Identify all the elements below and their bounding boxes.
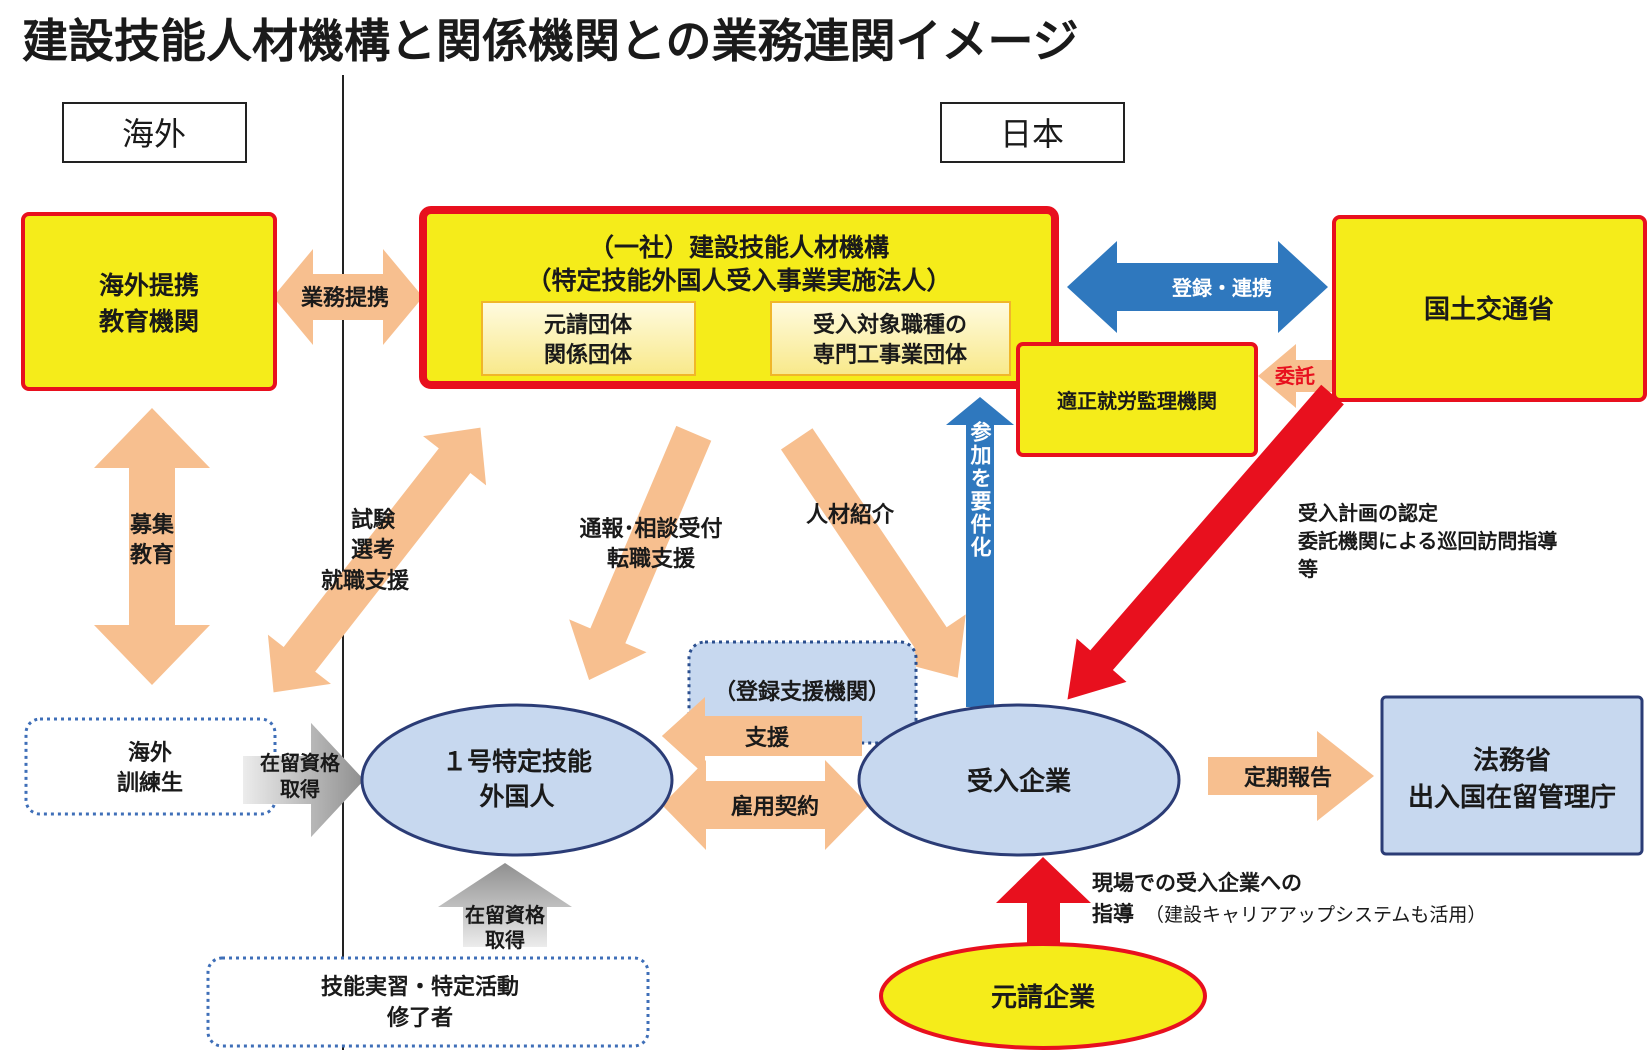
svg-text:１号特定技能: １号特定技能 <box>442 747 592 776</box>
moj-box: 法務省 出入国在留管理庁 <box>1380 695 1644 856</box>
svg-text:適正就労監理機関: 適正就労監理機関 <box>1057 389 1217 413</box>
consultation-arrow <box>569 425 712 681</box>
svg-text:訓練生: 訓練生 <box>117 770 183 796</box>
status-acquire-arrow-1-overlay <box>243 723 364 837</box>
svg-text:受入対象職種の: 受入対象職種の <box>813 312 967 338</box>
svg-text:受入企業: 受入企業 <box>967 766 1071 797</box>
employment-contract-label: 雇用契約 <box>731 794 819 820</box>
business-partnership-label: 業務提携 <box>301 285 389 311</box>
host-company: 受入企業 <box>857 703 1181 857</box>
overseas-partner-institution: 海外提携 教育機関 <box>21 212 277 391</box>
recruit-label: 募集 <box>129 512 175 538</box>
mlit-box: 国土交通省 <box>1332 215 1647 402</box>
svg-text:修了者: 修了者 <box>386 1005 453 1031</box>
svg-text:海外提携: 海外提携 <box>99 271 199 300</box>
selection-label: 選考 <box>351 538 395 563</box>
commission-label: 委託 <box>1274 364 1315 388</box>
job-support-label: 就職支援 <box>321 568 410 594</box>
employment-contract-arrow <box>662 760 869 850</box>
svg-text:元請企業: 元請企業 <box>991 982 1095 1013</box>
educate-label: 教育 <box>130 542 174 568</box>
consultation-label: 通報･相談受付 <box>579 516 722 542</box>
region-label-overseas: 海外 <box>62 102 247 163</box>
support-label: 支援 <box>745 726 790 751</box>
status-acquire-label-2a: 在留資格 <box>465 903 546 927</box>
registration-link-label: 登録・連携 <box>1171 276 1272 300</box>
periodic-report-arrow <box>1208 731 1374 821</box>
status-acquire-label-1a-overlay: 在留資格 <box>260 751 341 775</box>
svg-text:法務省: 法務省 <box>1473 746 1551 776</box>
svg-text:関係団体: 関係団体 <box>544 343 633 368</box>
status-acquire-label-2b: 取得 <box>485 928 525 952</box>
jac-member-specialty: 受入対象職種の 専門工事業団体 <box>770 301 1011 376</box>
referral-arrow <box>780 428 966 678</box>
page-title: 建設技能人材機構と関係機関との業務連関イメージ <box>22 14 1079 68</box>
svg-text:海外: 海外 <box>128 740 172 766</box>
svg-text:日本: 日本 <box>1000 115 1064 153</box>
plan-approval-label: 受入計画の認定 <box>1298 501 1438 525</box>
svg-text:（登録支援機関）: （登録支援機関） <box>714 679 890 705</box>
status-acquire-arrow-2 <box>438 863 572 947</box>
jac-subtitle: （特定技能外国人受入事業実施法人） <box>526 266 951 295</box>
jac-name: （一社）建設技能人材機構 <box>589 233 889 262</box>
plan-approval-arrow <box>1067 384 1344 700</box>
jac-organization: （一社）建設技能人材機構 （特定技能外国人受入事業実施法人） 元請団体 関係団体… <box>419 206 1059 389</box>
svg-text:外国人: 外国人 <box>479 782 554 811</box>
patrol-guidance-label: 委託機関による巡回訪問指導 <box>1297 529 1557 553</box>
svg-text:海外: 海外 <box>122 115 186 153</box>
site-guidance-label: 現場での受入企業への <box>1092 871 1302 895</box>
referral-label: 人材紹介 <box>806 502 895 528</box>
svg-text:教育機関: 教育機関 <box>99 307 199 336</box>
region-label-japan: 日本 <box>940 102 1125 163</box>
svg-text:技能実習・特定活動: 技能実習・特定活動 <box>321 974 519 1000</box>
svg-text:専門工事業団体: 専門工事業団体 <box>813 342 968 368</box>
participation-required-arrow <box>946 397 1014 707</box>
svg-text:国土交通省: 国土交通省 <box>1424 294 1554 325</box>
monitoring-agency-box: 適正就労監理機関 <box>1016 342 1258 457</box>
business-partnership-arrow <box>273 249 423 345</box>
overseas-trainees-box: 海外 訓練生 <box>24 717 277 816</box>
guidance-label: 指導 <box>1092 902 1134 926</box>
svg-text:出入国在留管理庁: 出入国在留管理庁 <box>1408 782 1616 813</box>
training-completers-box: 技能実習・特定活動 修了者 <box>206 956 650 1048</box>
site-guidance-arrow <box>996 857 1091 960</box>
support-arrow-overlay <box>662 697 862 775</box>
etc-label: 等 <box>1298 557 1318 581</box>
periodic-report-label: 定期報告 <box>1244 765 1332 791</box>
status-acquire-label-1b-overlay: 取得 <box>280 777 320 801</box>
specified-skilled-worker: １号特定技能 外国人 <box>360 703 674 857</box>
exam-label: 試験 <box>351 507 396 533</box>
general-contractor: 元請企業 <box>879 942 1207 1050</box>
ccus-note: （建設キャリアアップシステムも活用） <box>1145 904 1486 926</box>
jac-member-contractors: 元請団体 関係団体 <box>481 301 696 376</box>
svg-text:元請団体: 元請団体 <box>544 312 633 338</box>
job-change-label: 転職支援 <box>607 546 696 572</box>
svg-text:参加を要件化: 参加を要件化 <box>968 420 993 559</box>
participation-required-label: 参加を要件化 <box>968 420 993 559</box>
exam-selection-arrow <box>267 427 487 693</box>
registration-link-arrow <box>1067 241 1328 333</box>
recruit-educate-arrow <box>94 408 210 685</box>
